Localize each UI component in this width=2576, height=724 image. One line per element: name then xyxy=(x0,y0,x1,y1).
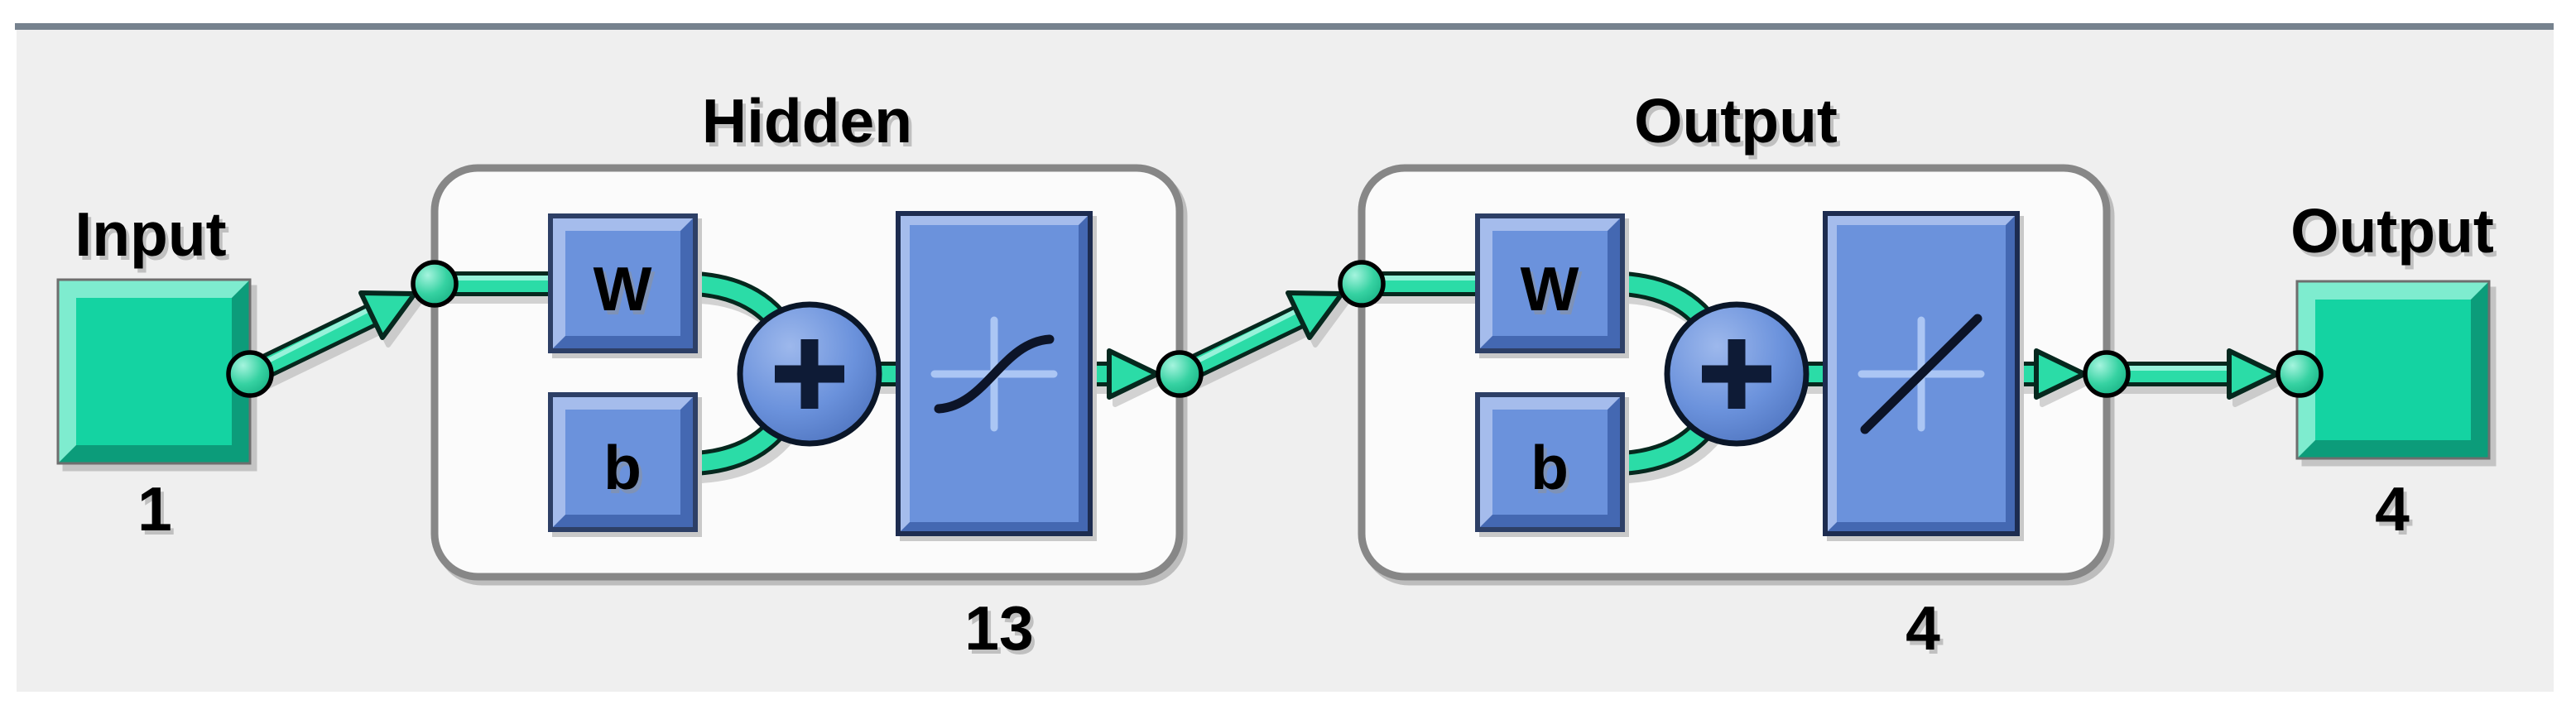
tansig-s-curve-icon xyxy=(934,334,1055,414)
activation-block-output xyxy=(1823,211,2020,536)
signal-wires xyxy=(238,271,2280,476)
top-divider xyxy=(15,23,2554,30)
input-block xyxy=(56,278,252,465)
bias-block-output xyxy=(1475,392,1625,532)
bias-label-hidden: b xyxy=(603,433,642,502)
output-layer-title: Output xyxy=(1634,86,1838,156)
sum-node-hidden xyxy=(737,301,882,447)
input-size-label: 1 xyxy=(137,474,172,544)
weight-block-output xyxy=(1475,213,1625,353)
weight-block-hidden xyxy=(548,213,698,353)
output-label: Output xyxy=(2290,196,2494,266)
purelin-line-icon xyxy=(1860,314,1982,434)
connector-dot xyxy=(1156,350,1204,398)
arrow-icon xyxy=(1286,290,1344,340)
output-size-label: 4 xyxy=(2375,474,2410,544)
activation-block-hidden xyxy=(896,211,1093,536)
sum-plus-icon xyxy=(775,339,844,409)
connector-dots xyxy=(226,260,2324,398)
arrow-icon xyxy=(2227,348,2280,400)
arrow-icon xyxy=(358,290,417,340)
arrow-icon xyxy=(1107,348,1160,400)
connector-dot xyxy=(1338,260,1386,308)
output-neuron-count: 4 xyxy=(1906,593,1940,663)
arrow-icon xyxy=(2034,348,2087,400)
output-to-block-connection xyxy=(2094,348,2280,400)
weight-label-output: W xyxy=(1521,254,1579,324)
connector-dot xyxy=(2276,350,2324,398)
hidden-neuron-count: 13 xyxy=(964,593,1033,663)
connector-dot xyxy=(411,260,459,308)
output-block xyxy=(2295,280,2491,460)
bias-label-output: b xyxy=(1531,433,1569,502)
hidden-to-output-connection xyxy=(1167,290,1344,386)
connector-dot xyxy=(226,350,274,398)
bias-block-hidden xyxy=(548,392,698,532)
sum-node-output xyxy=(1664,301,1809,447)
sum-plus-icon xyxy=(1702,339,1771,409)
hidden-layer-title: Hidden xyxy=(702,86,912,156)
input-label: Input xyxy=(74,199,226,269)
connector-dot xyxy=(2083,350,2131,398)
weight-label-hidden: W xyxy=(594,254,652,324)
input-to-hidden-connection xyxy=(238,290,417,386)
